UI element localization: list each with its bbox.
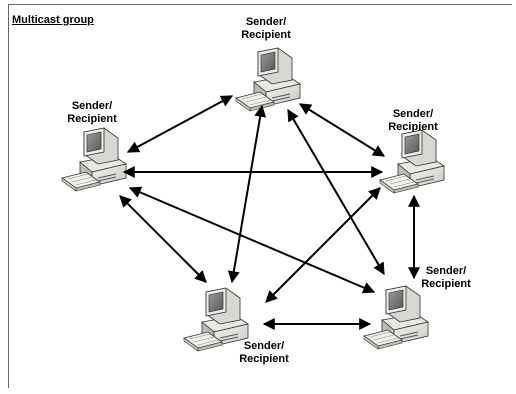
label-left-line2: Recipient — [67, 113, 117, 125]
link-top-bottomleft — [227, 104, 267, 284]
link-top-right — [298, 103, 386, 157]
link-top-bottomright — [287, 108, 385, 276]
link-left-bottomleft — [119, 195, 207, 283]
link-right-bottomleft — [265, 187, 381, 303]
link-left-top — [126, 95, 234, 153]
computer-right-icon — [379, 129, 445, 194]
diagram-frame — [8, 4, 512, 388]
label-bottom-right: Sender/ Recipient — [406, 265, 486, 291]
label-right-line1: Sender/ — [392, 108, 434, 120]
label-left: Sender/ Recipient — [52, 100, 132, 126]
diagram-title: Multicast group — [12, 14, 94, 26]
label-bottom-right-line2: Recipient — [421, 278, 471, 290]
link-left-bottomright — [128, 186, 376, 294]
computer-left-icon — [61, 127, 127, 192]
label-top: Sender/ Recipient — [226, 16, 306, 42]
computer-top-icon — [235, 47, 301, 112]
computer-bottom-right-icon — [363, 285, 429, 350]
label-right: Sender/ Recipient — [373, 108, 453, 134]
label-bottom-left-line1: Sender/ — [243, 340, 285, 352]
label-bottom-right-line1: Sender/ — [425, 265, 467, 277]
label-bottom-left: Sender/ Recipient — [224, 340, 304, 366]
label-top-line2: Recipient — [241, 29, 291, 41]
label-right-line2: Recipient — [388, 121, 438, 133]
label-left-line1: Sender/ — [71, 100, 113, 112]
label-top-line1: Sender/ — [245, 16, 287, 28]
computer-bottom-left-icon — [183, 287, 249, 352]
label-bottom-left-line2: Recipient — [239, 353, 289, 365]
